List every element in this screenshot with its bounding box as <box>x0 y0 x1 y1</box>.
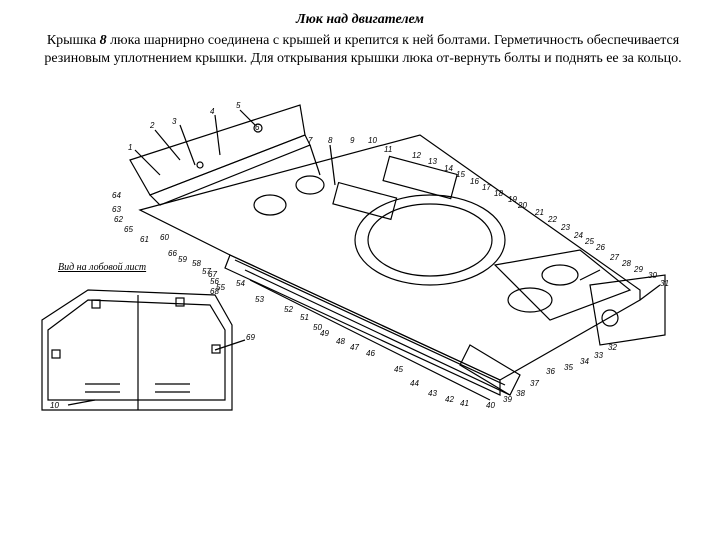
svg-text:2: 2 <box>149 121 155 130</box>
inset-view-label: Вид на лобовой лист <box>58 262 147 273</box>
description-paragraph: Крышка 8 люка шарнирно соединена с крыше… <box>28 32 698 68</box>
svg-text:35: 35 <box>564 363 573 372</box>
svg-text:6: 6 <box>255 123 260 132</box>
svg-text:17: 17 <box>482 183 491 192</box>
svg-text:28: 28 <box>621 259 631 268</box>
svg-text:69: 69 <box>246 333 255 342</box>
svg-text:60: 60 <box>160 233 169 242</box>
svg-text:10: 10 <box>50 401 59 410</box>
svg-text:62: 62 <box>114 215 123 224</box>
svg-text:29: 29 <box>633 265 643 274</box>
svg-text:26: 26 <box>595 243 605 252</box>
svg-text:36: 36 <box>546 367 555 376</box>
svg-text:33: 33 <box>594 351 603 360</box>
svg-text:56: 56 <box>210 277 219 286</box>
svg-text:30: 30 <box>648 271 657 280</box>
svg-text:48: 48 <box>336 337 345 346</box>
svg-text:39: 39 <box>503 395 512 404</box>
rear-plate <box>589 274 666 346</box>
svg-text:57: 57 <box>202 267 211 276</box>
svg-text:20: 20 <box>517 201 527 210</box>
svg-text:5: 5 <box>236 101 241 110</box>
svg-text:51: 51 <box>300 313 309 322</box>
svg-text:19: 19 <box>508 195 517 204</box>
front-plate-inset <box>41 289 233 411</box>
svg-text:25: 25 <box>584 237 594 246</box>
svg-text:3: 3 <box>172 117 177 126</box>
svg-text:15: 15 <box>456 170 465 179</box>
svg-text:42: 42 <box>445 395 454 404</box>
svg-text:68: 68 <box>210 287 219 296</box>
svg-text:4: 4 <box>210 107 215 116</box>
svg-text:54: 54 <box>236 279 245 288</box>
grille-mid <box>332 181 398 221</box>
svg-text:27: 27 <box>609 253 619 262</box>
svg-text:49: 49 <box>320 329 329 338</box>
svg-text:1: 1 <box>128 143 132 152</box>
svg-text:31: 31 <box>660 279 669 288</box>
svg-text:18: 18 <box>494 189 503 198</box>
svg-text:38: 38 <box>516 389 525 398</box>
svg-text:13: 13 <box>428 157 437 166</box>
svg-text:7: 7 <box>308 136 313 145</box>
svg-text:50: 50 <box>313 323 322 332</box>
svg-text:64: 64 <box>112 191 121 200</box>
svg-text:9: 9 <box>350 136 355 145</box>
svg-text:55: 55 <box>216 283 225 292</box>
svg-text:45: 45 <box>394 365 403 374</box>
turret-ring <box>354 194 506 286</box>
page-title: Люк над двигателем <box>295 12 424 27</box>
svg-text:43: 43 <box>428 389 437 398</box>
rear-deck <box>493 249 632 321</box>
svg-text:53: 53 <box>255 295 264 304</box>
svg-text:16: 16 <box>470 177 479 186</box>
grille-top <box>382 155 458 200</box>
svg-text:47: 47 <box>350 343 359 352</box>
svg-text:58: 58 <box>192 259 201 268</box>
svg-text:59: 59 <box>178 255 187 264</box>
svg-text:22: 22 <box>547 215 557 224</box>
paragraph-number: 8 <box>99 33 107 48</box>
svg-text:40: 40 <box>486 401 495 410</box>
svg-text:65: 65 <box>124 225 133 234</box>
svg-text:67: 67 <box>208 270 217 279</box>
roof-plate <box>138 134 641 381</box>
svg-text:12: 12 <box>412 151 421 160</box>
small-hatch <box>253 194 287 216</box>
svg-text:11: 11 <box>384 145 392 154</box>
svg-text:8: 8 <box>328 136 333 145</box>
svg-text:14: 14 <box>444 164 453 173</box>
svg-text:10: 10 <box>368 136 377 145</box>
paragraph-part1: Крышка <box>46 33 97 48</box>
svg-text:63: 63 <box>112 205 121 214</box>
svg-text:32: 32 <box>608 343 617 352</box>
svg-text:46: 46 <box>366 349 375 358</box>
svg-text:23: 23 <box>560 223 570 232</box>
svg-text:52: 52 <box>284 305 293 314</box>
svg-text:41: 41 <box>460 399 469 408</box>
svg-text:66: 66 <box>168 249 177 258</box>
svg-text:24: 24 <box>573 231 583 240</box>
svg-text:61: 61 <box>140 235 149 244</box>
paragraph-part2: люка шарнирно соединена с крышей и крепи… <box>44 33 682 66</box>
svg-text:44: 44 <box>410 379 419 388</box>
svg-text:34: 34 <box>580 357 589 366</box>
svg-text:37: 37 <box>530 379 539 388</box>
svg-text:21: 21 <box>534 208 544 217</box>
